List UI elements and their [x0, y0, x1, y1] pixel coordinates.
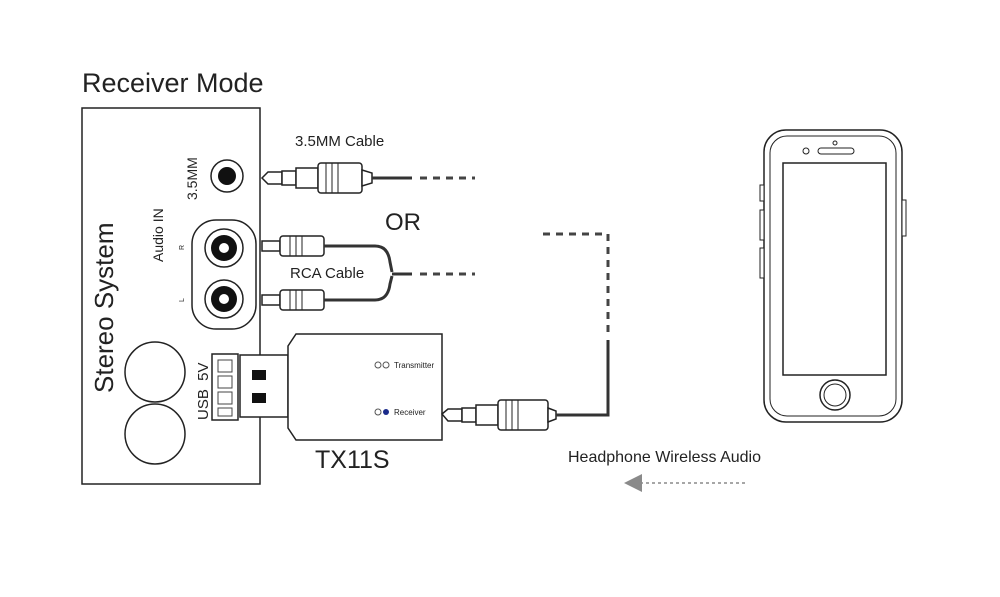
audio-in-label: Audio IN — [150, 208, 166, 262]
mm-cable-label: 3.5MM Cable — [295, 133, 384, 150]
stereo-system: Stereo System 3.5MM Audio IN R L USB 5V — [81, 107, 261, 485]
wireless-audio-label: Headphone Wireless Audio — [568, 449, 761, 466]
tx11s-device: Transmitter Receiver TX11S — [239, 333, 443, 474]
smartphone-icon — [759, 129, 907, 423]
device-audio-cable — [440, 232, 610, 431]
or-label: OR — [385, 209, 421, 236]
device-name: TX11S — [315, 446, 390, 474]
receiver-label: Receiver — [394, 408, 426, 417]
speaker-top — [124, 341, 186, 403]
speaker-bottom — [124, 403, 186, 465]
mm-cable: 3.5MM Cable — [260, 133, 475, 194]
receiver-led — [383, 409, 389, 415]
rca-r-label: R — [179, 245, 186, 250]
usb-plug — [239, 354, 289, 418]
wireless-arrow-icon — [624, 474, 748, 492]
device-body — [287, 333, 443, 441]
diagram-title: Receiver Mode — [82, 68, 264, 98]
rca-l-label: L — [179, 298, 186, 302]
transmitter-led — [374, 361, 382, 369]
usb-5v-label: USB 5V — [195, 362, 212, 420]
rca-cable: RCA Cable — [261, 235, 475, 311]
aux-jack-label: 3.5MM — [184, 157, 200, 200]
rca-cable-label: RCA Cable — [290, 265, 364, 282]
transmitter-label: Transmitter — [394, 361, 434, 370]
stereo-system-label: Stereo System — [89, 222, 119, 393]
